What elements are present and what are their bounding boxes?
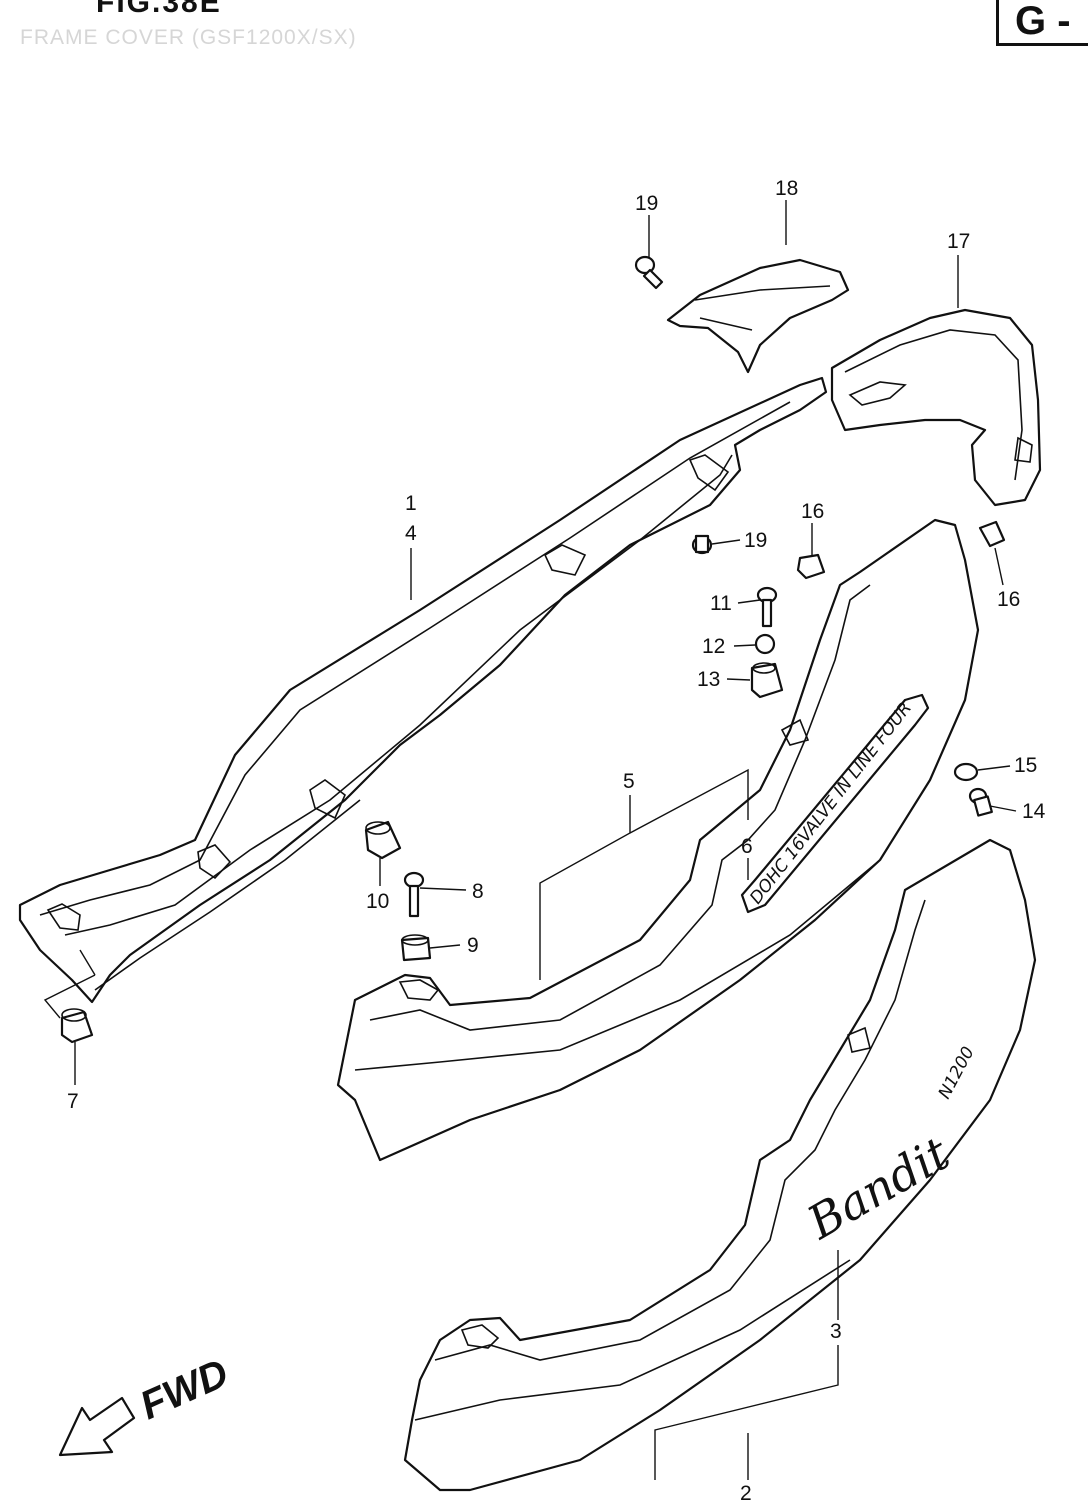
callout-18: 18 (775, 177, 798, 200)
leader-lines (43, 200, 1017, 1480)
cushion-10 (364, 820, 402, 860)
callout-5: 5 (623, 770, 635, 793)
forward-arrow: FWD (58, 1351, 235, 1457)
callout-4: 4 (405, 522, 417, 545)
callout-17: 17 (947, 230, 970, 253)
fwd-label: FWD (134, 1351, 235, 1428)
cushion-13 (750, 662, 784, 699)
callout-8: 8 (472, 880, 484, 903)
callout-16-b: 16 (997, 588, 1020, 611)
callout-13: 13 (697, 668, 720, 691)
callout-14: 14 (1022, 800, 1046, 823)
collar-12 (754, 633, 776, 655)
screw-19-top (634, 255, 664, 290)
callout-11: 11 (710, 592, 732, 615)
bolt-14 (968, 787, 993, 817)
callout-7: 7 (67, 1090, 79, 1113)
side-cover-2 (403, 838, 1037, 1492)
clip-16-b (978, 520, 1006, 548)
grommet-9 (400, 934, 432, 962)
bolt-8 (403, 871, 425, 918)
tail-cover-18 (666, 258, 850, 374)
cushion-7 (60, 1008, 94, 1044)
callout-19-mid: 19 (744, 529, 767, 552)
callout-19-top: 19 (635, 192, 658, 215)
figure-subtitle: FRAME COVER (GSF1200X/SX) (20, 26, 357, 49)
side-cover-5 (336, 518, 980, 1162)
callout-2: 2 (740, 1482, 752, 1500)
frame-cover-rail (18, 376, 828, 1004)
washer-15 (953, 762, 979, 782)
tail-rail-17 (830, 308, 1042, 507)
group-badge: G - (996, 0, 1088, 46)
callout-10: 10 (366, 890, 389, 913)
callout-3: 3 (830, 1320, 842, 1343)
callout-labels: 19 18 17 1 4 19 16 16 11 12 13 15 14 5 6… (67, 177, 1046, 1500)
callout-6: 6 (741, 835, 753, 858)
figure-title: FIG.38E (96, 0, 222, 19)
callout-1: 1 (405, 492, 417, 515)
clip-16-a (796, 553, 826, 580)
callout-12: 12 (702, 635, 725, 658)
callout-15: 15 (1014, 754, 1037, 777)
screw-19-mid (691, 534, 713, 555)
fwd-arrow-icon (58, 1396, 136, 1457)
callout-9: 9 (467, 934, 479, 957)
bolt-11 (756, 586, 778, 628)
callout-16-a: 16 (801, 500, 824, 523)
